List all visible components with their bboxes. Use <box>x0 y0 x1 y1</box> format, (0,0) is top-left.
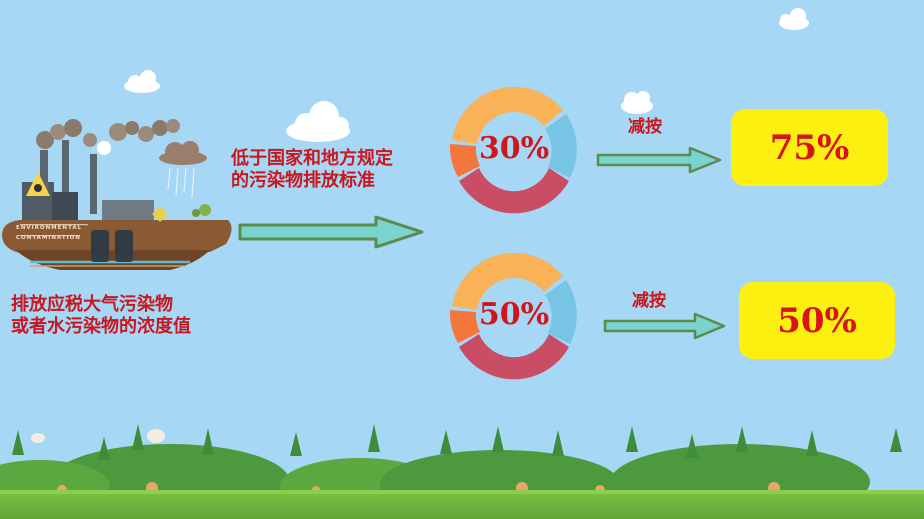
factory-sign-line-1: ENVIRONMENTAL <box>16 225 83 231</box>
arrow-row-2 <box>603 312 726 340</box>
action-label-row-2: 减按 <box>632 291 666 311</box>
condition-text-line-2: 的污染物排放标准 <box>231 170 375 191</box>
cloud <box>124 70 160 93</box>
result-box-50: 50% <box>739 282 895 359</box>
cloud <box>621 91 653 114</box>
donut-chart-30 <box>449 86 577 214</box>
condition-text-line-1: 低于国家和地方规定 <box>231 148 393 169</box>
arrow-row-1 <box>596 146 722 174</box>
factory-sign-line-2: CONTAMINATION <box>16 235 81 241</box>
condition-text: 低于国家和地方规定 的污染物排放标准 <box>231 148 393 192</box>
result-box-75: 75% <box>731 109 888 186</box>
cloud <box>286 101 350 142</box>
donut-chart-50 <box>449 252 577 380</box>
donut-percent-30: 30% <box>478 131 550 166</box>
cloud <box>779 8 809 30</box>
arrow-condition-to-rates <box>238 215 424 249</box>
basis-text-line-1: 排放应税大气污染物 <box>11 294 173 315</box>
action-label-row-1: 减按 <box>628 117 662 137</box>
donut-percent-50: 50% <box>478 297 550 332</box>
basis-text: 排放应税大气污染物 或者水污染物的浓度值 <box>11 294 191 338</box>
factory-island-illustration <box>2 119 232 270</box>
landscape-ground <box>0 424 924 519</box>
basis-text-line-2: 或者水污染物的浓度值 <box>11 316 191 337</box>
